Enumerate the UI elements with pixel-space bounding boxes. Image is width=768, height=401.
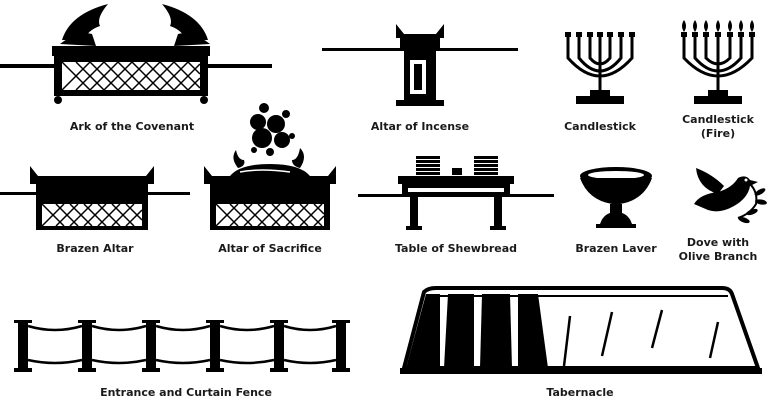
altar-of-sacrifice-icon xyxy=(200,98,340,234)
brazen-altar-label: Brazen Altar xyxy=(56,242,134,255)
ark-of-the-covenant-label: Ark of the Covenant xyxy=(69,120,195,133)
candlestick-fire-label-line2: (Fire) xyxy=(700,127,736,140)
dove-label-line2: Olive Branch xyxy=(678,250,758,263)
dove-label-line1: Dove with xyxy=(686,236,750,249)
candlestick-icon xyxy=(562,28,638,108)
dove-with-olive-branch-icon xyxy=(690,164,768,226)
tabernacle-label: Tabernacle xyxy=(546,386,614,399)
entrance-and-curtain-fence-icon xyxy=(14,316,350,374)
entrance-and-curtain-fence-label: Entrance and Curtain Fence xyxy=(100,386,272,399)
altar-of-incense-label: Altar of Incense xyxy=(370,120,470,133)
ark-of-the-covenant-icon xyxy=(0,0,272,112)
candlestick-fire-icon xyxy=(678,18,758,108)
altar-of-incense-icon xyxy=(320,20,520,110)
table-of-shewbread-label: Table of Shewbread xyxy=(394,242,518,255)
brazen-altar-icon xyxy=(0,162,190,234)
altar-of-sacrifice-label: Altar of Sacrifice xyxy=(218,242,322,255)
table-of-shewbread-icon xyxy=(358,150,554,234)
candlestick-label: Candlestick xyxy=(564,120,636,133)
candlestick-fire-label-line1: Candlestick xyxy=(682,113,754,126)
brazen-laver-label: Brazen Laver xyxy=(575,242,657,255)
brazen-laver-icon xyxy=(578,164,654,232)
tabernacle-icon xyxy=(400,286,762,376)
